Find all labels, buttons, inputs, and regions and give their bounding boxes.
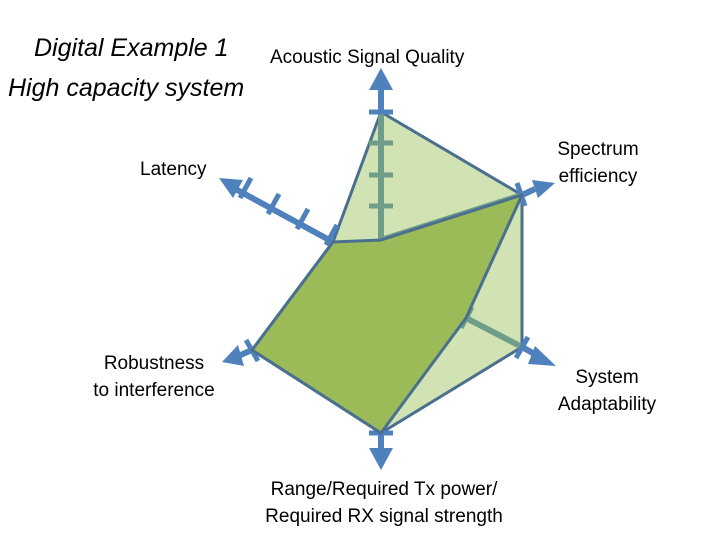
- axis-label-robustness: Robustness to interference: [76, 350, 232, 404]
- axis-label-robustness-line1: Robustness: [103, 353, 205, 374]
- axis-label-system: System Adaptability: [543, 364, 671, 418]
- axis-label-acoustic: Acoustic Signal Quality: [270, 47, 465, 68]
- axis-label-system-line2: Adaptability: [557, 394, 657, 415]
- inner-polygon: [250, 193, 524, 435]
- axis-label-spectrum-line2: efficiency: [558, 166, 638, 187]
- axis-acoustic: [369, 68, 393, 240]
- axis-range: [369, 430, 393, 470]
- axis-label-range-line1: Range/Required Tx power/: [270, 479, 498, 500]
- diagram-subtitle: High capacity system: [8, 74, 245, 102]
- axis-latency: [219, 176, 340, 247]
- axis-robustness: [222, 338, 261, 366]
- diagram-title: Digital Example 1: [34, 34, 229, 62]
- axis-label-spectrum-line1: Spectrum: [557, 139, 639, 160]
- axis-label-range-line2: Required RX signal strength: [265, 506, 503, 527]
- axis-label-range: Range/Required Tx power/ Required RX sig…: [243, 476, 525, 530]
- axis-label-robustness-line2: to interference: [93, 380, 215, 401]
- axis-label-spectrum: Spectrum efficiency: [546, 136, 650, 190]
- axis-label-system-line1: System: [575, 367, 639, 388]
- axis-label-latency: Latency: [140, 159, 207, 180]
